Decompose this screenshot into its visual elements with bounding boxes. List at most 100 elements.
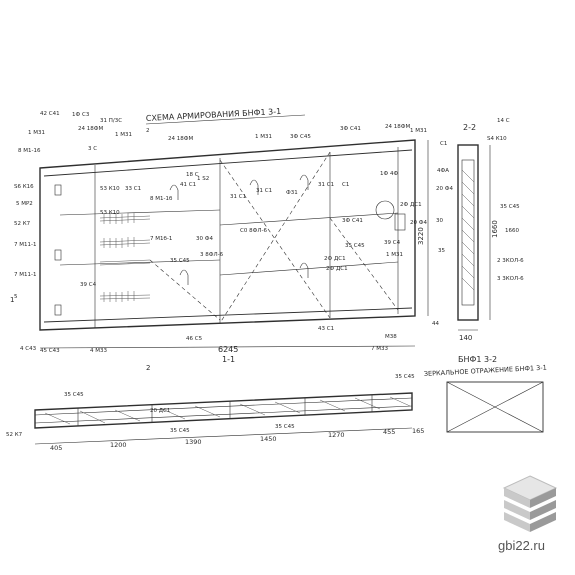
- mark: 5 МР2: [16, 201, 33, 207]
- mark: 1Ф 4Ф: [380, 171, 398, 177]
- length-dimension: 6245: [218, 345, 238, 354]
- mark: 31 С1: [318, 182, 334, 188]
- mark: Ф31: [286, 190, 298, 196]
- mark: 18 С: [186, 172, 199, 178]
- mark: 1 М31: [255, 134, 272, 140]
- mark: 35 С45: [170, 428, 190, 434]
- mark: 3Ф С41: [340, 126, 361, 132]
- mirror-box: [446, 381, 544, 433]
- segment-dim-6: 455: [383, 428, 395, 436]
- mark: 24 18ФМ: [78, 126, 103, 132]
- mark: 20 Ф4: [436, 186, 453, 192]
- mark: 7 М11-1: [14, 272, 36, 278]
- mark: 31 П/3С: [100, 118, 122, 124]
- mark: С1: [440, 141, 447, 147]
- mark: 2Ф ДС1: [326, 266, 348, 272]
- mark: 52 К7: [6, 432, 23, 438]
- mark: 30 Ф4: [196, 236, 213, 242]
- mark: 2: [146, 128, 150, 134]
- mark: 1 М31: [386, 252, 403, 258]
- mark: 2 3КОЛ-6: [497, 258, 524, 264]
- title-underline: [145, 114, 306, 125]
- mark: 3 С: [88, 146, 97, 152]
- mark: 4ФА: [437, 168, 449, 174]
- mark: 33 С1: [125, 186, 141, 192]
- mark: 42 С41: [40, 111, 60, 117]
- mark: 3Ф С41: [342, 218, 363, 224]
- mark: М38: [385, 334, 397, 340]
- mark: 35 С45: [500, 204, 520, 210]
- cut-marker-1: 1: [10, 296, 14, 304]
- section-2-2-label: 2-2: [463, 123, 476, 132]
- mark: 1Ф С3: [72, 112, 90, 118]
- mark: 35: [438, 248, 445, 254]
- mark: 31 С1: [256, 188, 272, 194]
- mark: 39 С4: [80, 282, 97, 288]
- mark: 1660: [505, 228, 519, 234]
- mark: 14 С: [497, 118, 510, 124]
- mark: 53 К10: [100, 186, 120, 192]
- side-caption: БНФ1 3-2: [458, 355, 497, 364]
- mark: 1 М31: [410, 128, 427, 134]
- length-dimension-line: [39, 345, 416, 349]
- mark: 7 М1б-1: [150, 236, 172, 242]
- mark: 7 М11-1: [14, 242, 36, 248]
- height-dimension: 3220: [417, 227, 425, 245]
- mark: 30: [436, 218, 443, 224]
- mark: 35 С45: [170, 258, 190, 264]
- mark: 35 С45: [64, 392, 84, 398]
- mark: 24 18ФМ: [168, 136, 193, 142]
- mark: 1 М31: [115, 132, 132, 138]
- mark: 4 М33: [90, 348, 107, 354]
- section-1-1-label: 1-1: [222, 355, 235, 364]
- mark: 46 С5: [186, 336, 203, 342]
- mark: 4 С43: [20, 346, 37, 352]
- side-height-dimension: 1660: [491, 220, 499, 238]
- main-slab: [39, 139, 416, 331]
- lower-section: [34, 392, 413, 445]
- segment-dim-4: 1450: [260, 435, 277, 443]
- mark: 35 С45: [345, 243, 365, 249]
- mark: 45 С43: [40, 348, 60, 354]
- mark: 3 8ФЛ-6: [200, 252, 224, 258]
- mark: 2Ф ДС1: [400, 202, 422, 208]
- mark: S4 К10: [487, 136, 507, 142]
- mark: 1 S2: [197, 176, 209, 182]
- mark: S6 К16: [14, 184, 34, 190]
- mark: 8 М1-16: [18, 148, 41, 154]
- mark: С0 8ФЛ-6: [240, 228, 267, 234]
- site-watermark: gbi22.ru: [498, 538, 545, 553]
- annotation-marks: 42 С41 1Ф С3 31 П/3С 24 18ФМ 1 М31 3Ф С4…: [6, 111, 524, 438]
- mark: 53 К10: [100, 210, 120, 216]
- mark: 3 3КОЛ-6: [497, 276, 524, 282]
- stacked-slabs-icon: [502, 475, 558, 532]
- mark: 24 18ФМ: [385, 124, 410, 130]
- cut-marker-2: 2: [146, 364, 150, 372]
- mirror-caption: ЗЕРКАЛЬНОЕ ОТРАЖЕНИЕ БНФ1 3-1: [424, 364, 547, 378]
- mark: 2Ф ДС1: [324, 256, 346, 262]
- mark: 5: [14, 294, 18, 300]
- mark: 31 С1: [230, 194, 246, 200]
- mark: 20 ДС1: [150, 408, 170, 414]
- mark: 41 С1: [180, 182, 196, 188]
- segment-dim-2: 1200: [110, 441, 127, 449]
- mark: С1: [342, 182, 349, 188]
- mark: 52 К7: [14, 221, 31, 227]
- mark: 35 С45: [395, 374, 415, 380]
- mark: 43 С1: [318, 326, 334, 332]
- segment-dim-3: 1390: [185, 438, 202, 446]
- mark: 3Ф С45: [290, 134, 311, 140]
- drawing-title: СХЕМА АРМИРОВАНИЯ БНФ1 3-1: [146, 107, 282, 123]
- mark: 35 С45: [275, 424, 295, 430]
- segment-dim-1: 405: [50, 444, 62, 452]
- mark: 7 М33: [371, 346, 388, 352]
- mark: 20 Ф4: [410, 220, 427, 226]
- mark: 1 М31: [28, 130, 45, 136]
- segment-dim-7: 165: [412, 427, 424, 435]
- side-width-dimension: 140: [459, 334, 472, 342]
- side-section: [457, 144, 491, 331]
- mark: 39 С4: [384, 240, 401, 246]
- segment-dim-5: 1270: [328, 431, 345, 439]
- mark: 44: [432, 321, 439, 327]
